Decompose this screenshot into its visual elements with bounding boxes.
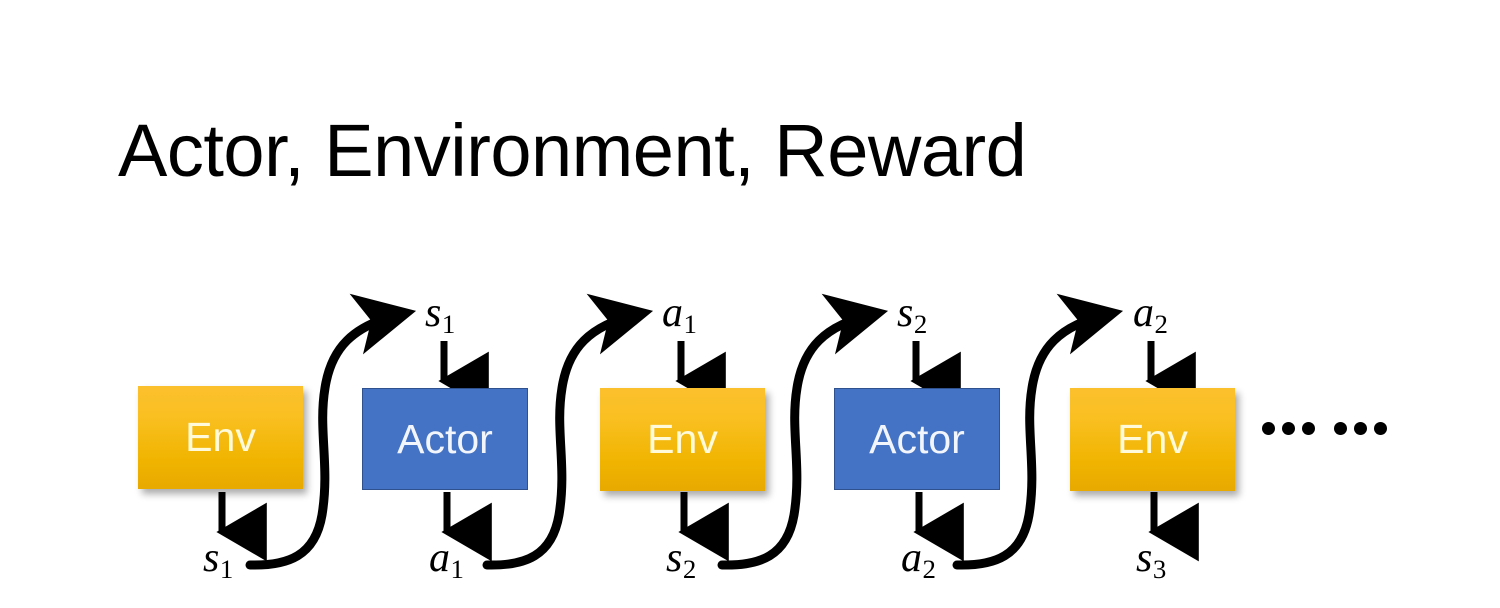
curve-a1 [482,293,654,570]
curve-s1 [245,293,417,570]
node-env-2[interactable]: Env [600,388,765,491]
node-actor-2-label: Actor [869,415,965,462]
label-top-s1: s1 [425,290,455,337]
label-bottom-a1-base: a [429,535,450,581]
label-top-a1-base: a [662,290,683,336]
label-top-s1-base: s [425,290,442,336]
label-bottom-a1-sub: 1 [450,553,464,584]
ellipsis-dot [1354,422,1367,435]
curve-a2 [952,293,1124,570]
curved-connectors [245,293,1124,570]
node-actor-1-label: Actor [397,415,493,462]
label-bottom-a1: a1 [429,535,464,582]
label-bottom-a2: a2 [901,535,936,582]
label-bottom-a2-sub: 2 [922,553,936,584]
ellipsis-dot [1302,422,1315,435]
label-top-s1-sub: 1 [441,308,456,339]
label-bottom-s1: s1 [203,535,233,582]
continuation-ellipsis [1262,422,1387,435]
label-top-a2-sub: 2 [1154,308,1168,339]
node-env-1[interactable]: Env [138,386,303,489]
node-env-3[interactable]: Env [1070,388,1235,491]
label-bottom-s2: s2 [666,535,696,582]
node-actor-1[interactable]: Actor [362,388,528,490]
node-env-3-label: Env [1117,416,1188,462]
arrows-into-boxes [438,341,1196,411]
page-title: Actor, Environment, Reward [118,109,1027,192]
label-top-a1-sub: 1 [683,308,697,339]
label-top-s2-sub: 2 [913,308,928,339]
label-top-s2-base: s [897,290,914,336]
label-bottom-s2-sub: 2 [682,553,697,584]
curve-s2 [717,293,889,570]
label-bottom-s1-base: s [203,535,220,581]
label-bottom-s1-sub: 1 [219,553,234,584]
ellipsis-dot [1282,422,1295,435]
label-top-a2: a2 [1133,290,1168,337]
ellipsis-dot [1374,422,1387,435]
label-top-s2: s2 [897,290,927,337]
label-bottom-s3-base: s [1136,535,1153,581]
label-top-a2-base: a [1133,290,1154,336]
ellipsis-gap [1322,428,1327,429]
ellipsis-dot [1262,422,1275,435]
node-env-2-label: Env [647,416,718,462]
node-actor-2[interactable]: Actor [834,388,1000,490]
arrows-out-of-boxes [216,492,1199,562]
label-bottom-a2-base: a [901,535,922,581]
node-env-1-label: Env [185,414,256,460]
label-bottom-s3-sub: 3 [1152,553,1167,584]
label-top-a1: a1 [662,290,697,337]
ellipsis-dot [1334,422,1347,435]
label-bottom-s2-base: s [666,535,683,581]
label-bottom-s3: s3 [1136,535,1166,582]
